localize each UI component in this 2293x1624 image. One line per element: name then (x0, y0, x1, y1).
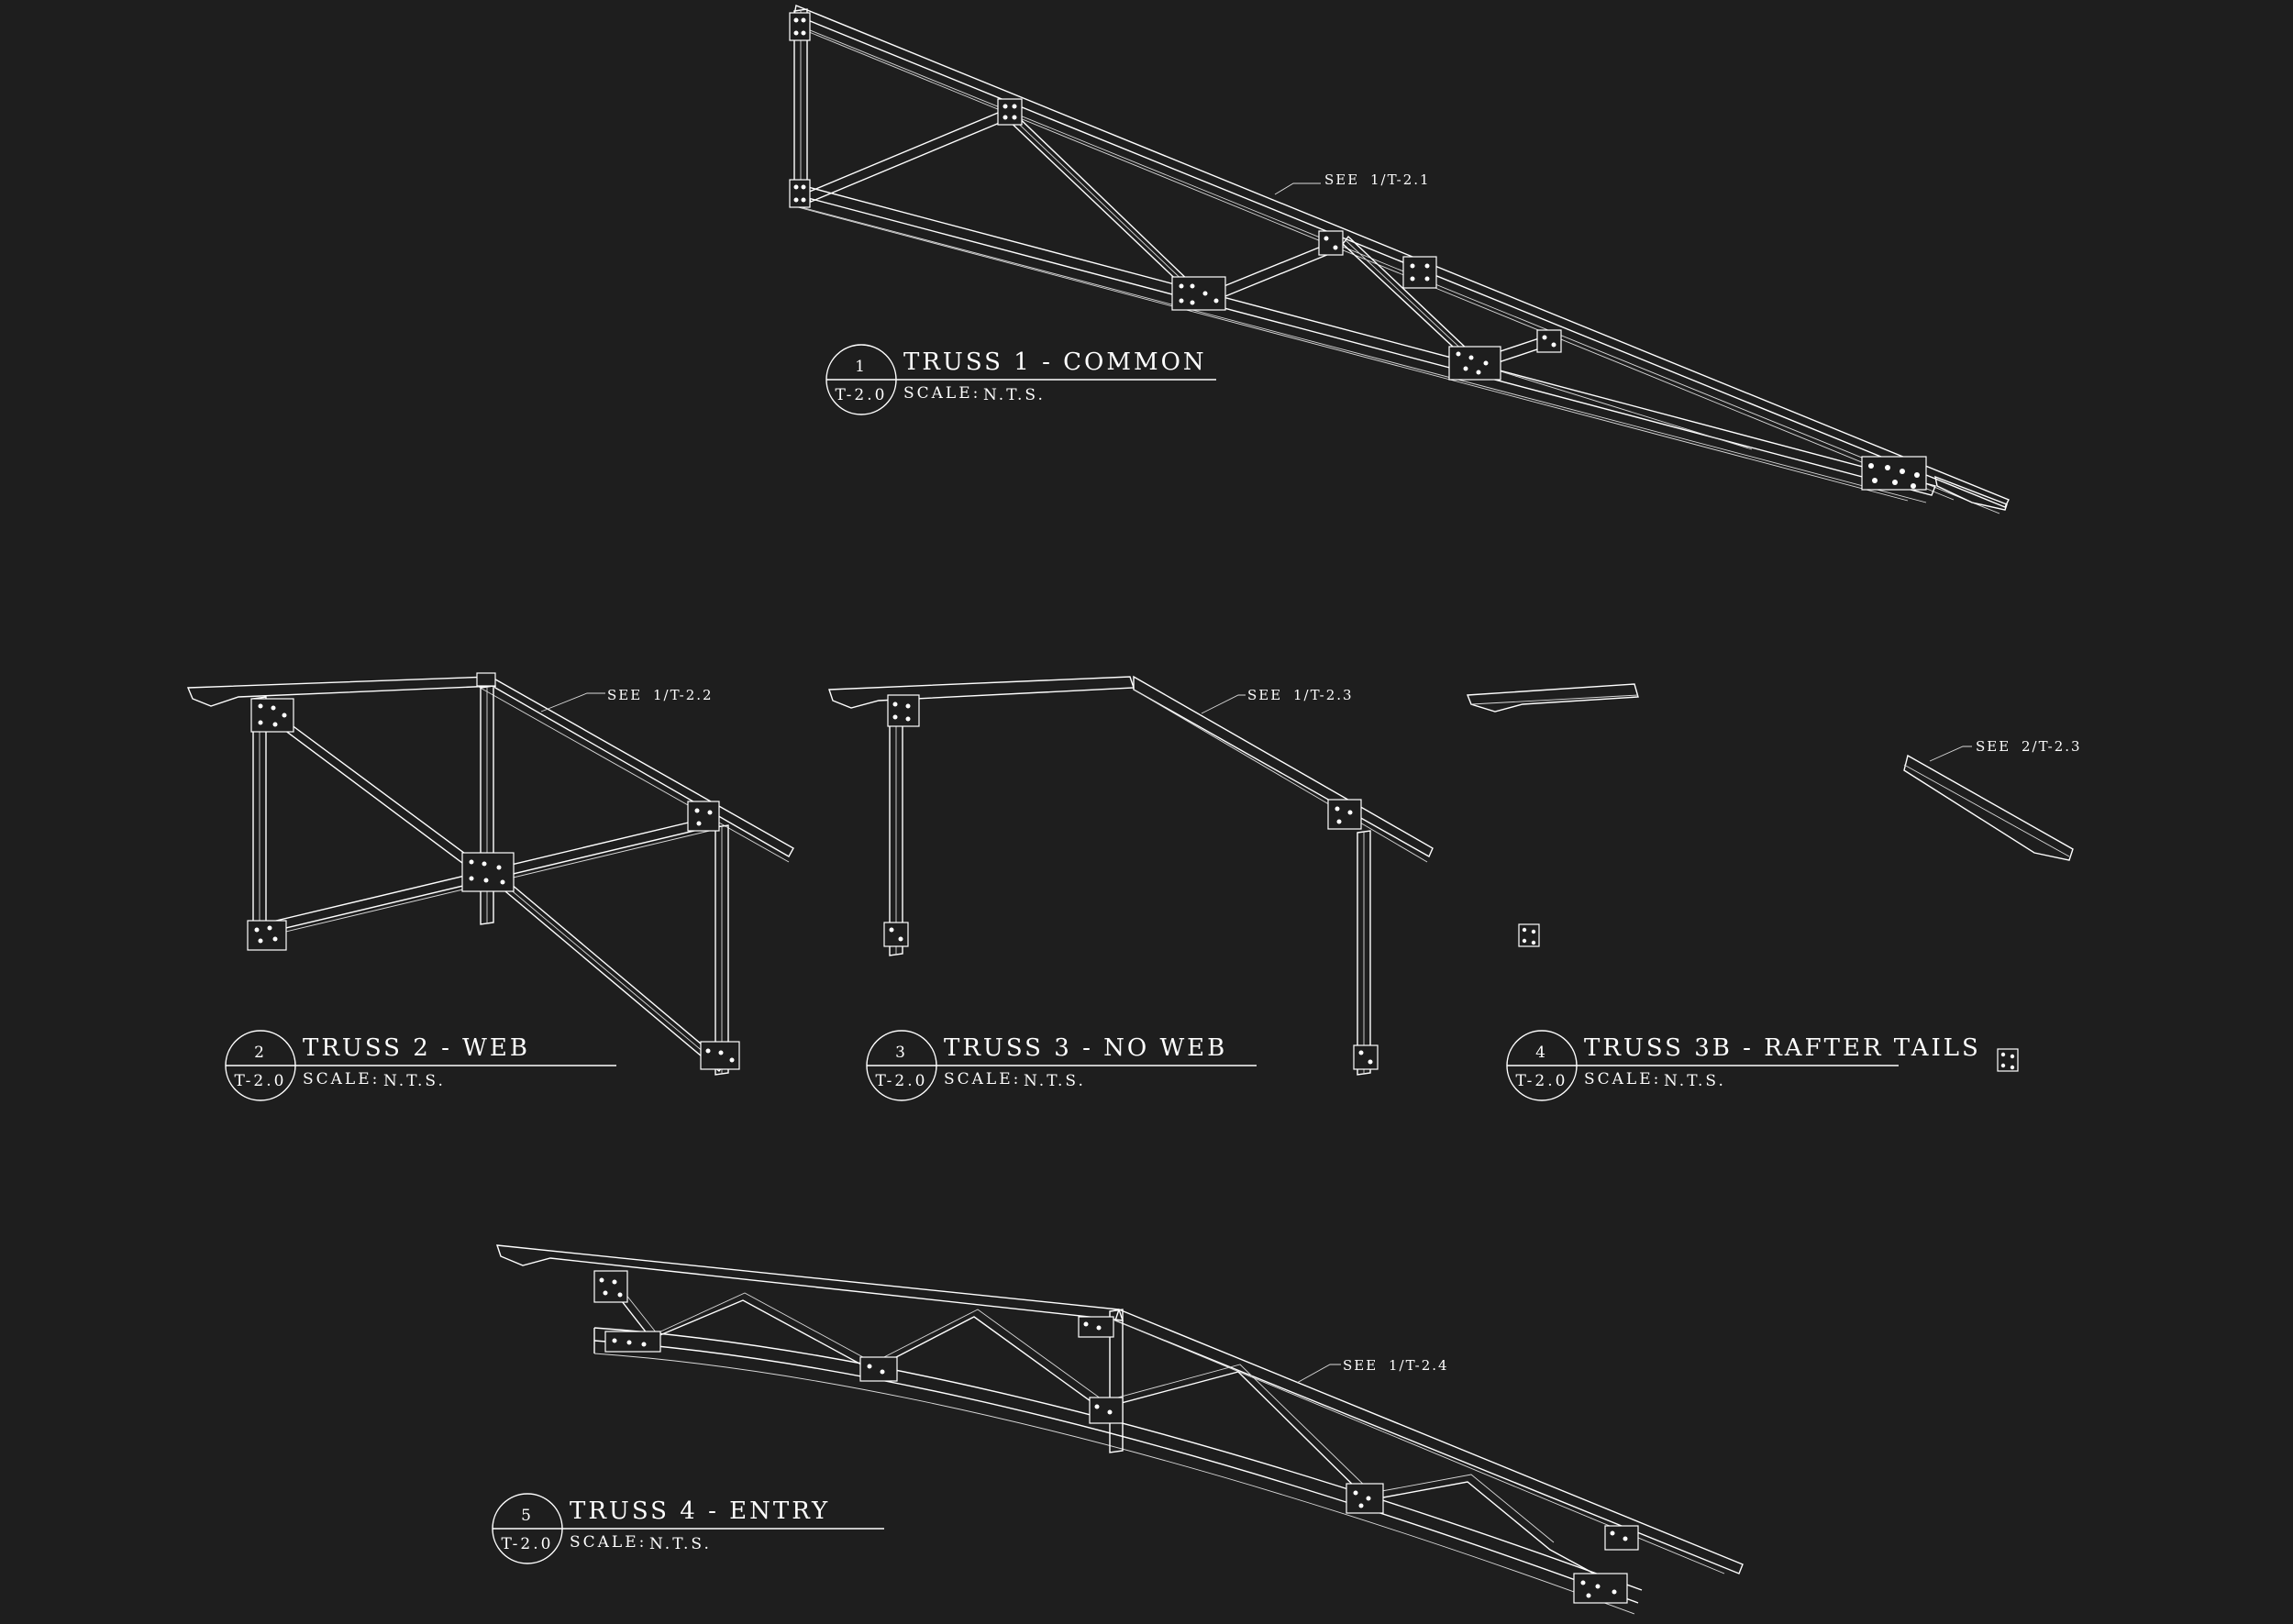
reference-detail-id: 2/T-2.3 (2022, 738, 2082, 755)
truss-2-web-linework (186, 672, 794, 1076)
detail-title: TRUSS 4 - ENTRY (570, 1497, 830, 1525)
scale-label: SCALE: (303, 1070, 380, 1088)
detail-sheet-ref: T-2.0 (836, 386, 888, 404)
detail-sheet-ref: T-2.0 (502, 1535, 554, 1553)
reference-see-label: SEE (607, 687, 642, 703)
detail-tag-2 (225, 1030, 616, 1101)
detail-number: 5 (521, 1507, 534, 1525)
reference-see-label: SEE (1976, 738, 2011, 755)
detail-title: TRUSS 3B - RAFTER TAILS (1584, 1034, 1981, 1062)
scale-label: SCALE: (903, 384, 980, 403)
scale-value: N.T.S. (983, 386, 1046, 404)
scale-label: SCALE: (570, 1533, 647, 1552)
scale-value: N.T.S. (1024, 1072, 1086, 1090)
detail-title: TRUSS 3 - NO WEB (944, 1034, 1227, 1062)
truss-1-common-linework (789, 5, 2010, 514)
detail-tag-5 (492, 1493, 884, 1564)
detail-tag-1 (825, 344, 1216, 415)
detail-sheet-ref: T-2.0 (876, 1072, 928, 1090)
truss-3-no-web-linework (828, 675, 1434, 1076)
scale-value: N.T.S. (383, 1072, 446, 1090)
reference-detail-id: 1/T-2.1 (1370, 171, 1431, 188)
detail-title: TRUSS 1 - COMMON (903, 348, 1207, 376)
detail-number: 1 (855, 358, 868, 376)
reference-detail-id: 1/T-2.3 (1293, 687, 1354, 703)
truss-3b-rafter-tails-linework (1466, 683, 2074, 1072)
truss-4-entry-linework (495, 1244, 1744, 1615)
reference-see-label: SEE (1324, 171, 1359, 188)
scale-label: SCALE: (1584, 1070, 1661, 1088)
detail-tag-4 (1506, 1030, 1899, 1101)
detail-sheet-ref: T-2.0 (1516, 1072, 1568, 1090)
detail-title: TRUSS 2 - WEB (303, 1034, 530, 1062)
detail-sheet-ref: T-2.0 (235, 1072, 287, 1090)
reference-detail-id: 1/T-2.2 (653, 687, 714, 703)
reference-see-label: SEE (1247, 687, 1282, 703)
scale-label: SCALE: (944, 1070, 1021, 1088)
detail-number: 2 (254, 1044, 267, 1062)
reference-see-label: SEE (1343, 1357, 1378, 1374)
scale-value: N.T.S. (649, 1535, 712, 1553)
detail-number: 3 (895, 1044, 908, 1062)
reference-detail-id: 1/T-2.4 (1389, 1357, 1449, 1374)
detail-number: 4 (1535, 1044, 1548, 1062)
detail-tag-3 (866, 1030, 1257, 1101)
scale-value: N.T.S. (1664, 1072, 1726, 1090)
